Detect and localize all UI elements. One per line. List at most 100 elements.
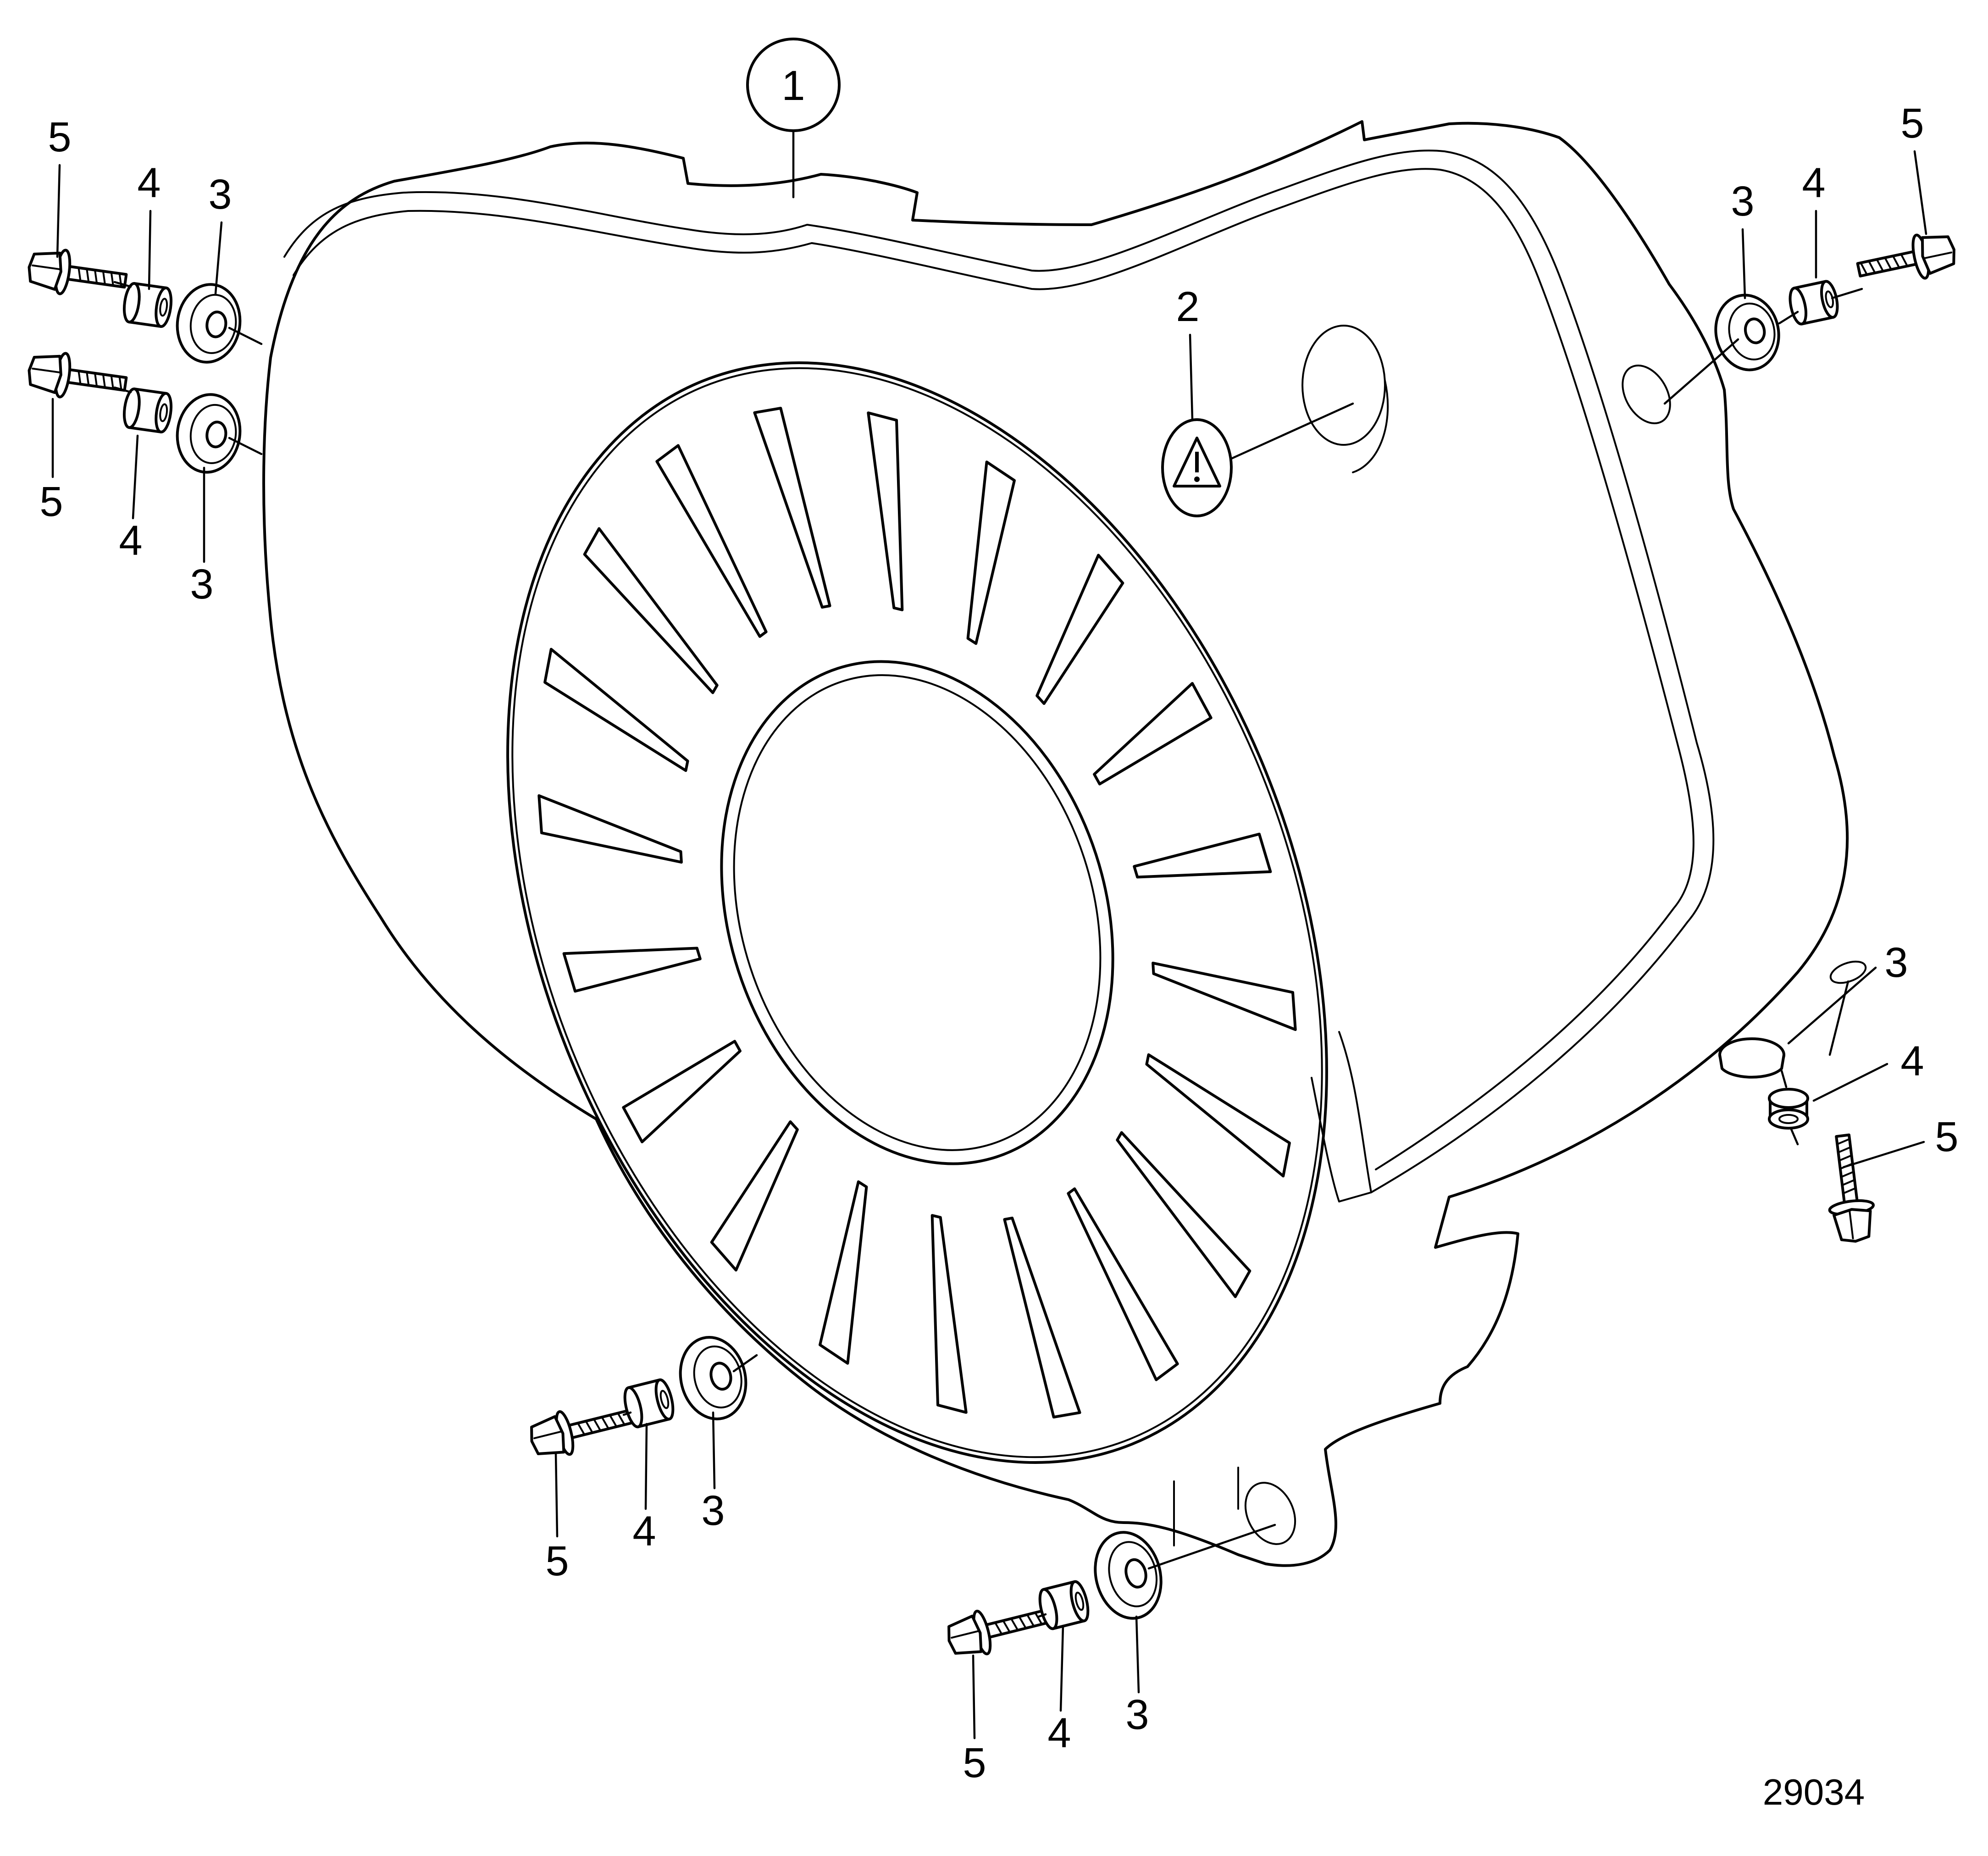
mount-hole-bottom bbox=[1244, 1482, 1296, 1545]
spacer-part bbox=[1038, 1580, 1090, 1630]
bolt-thread bbox=[1842, 1187, 1857, 1195]
bolt-thread bbox=[86, 268, 90, 283]
callout-4-label: 4 bbox=[1047, 1710, 1071, 1756]
callout-4-label: 4 bbox=[137, 160, 161, 206]
bolt-thread bbox=[576, 1422, 586, 1436]
warning-dot bbox=[1194, 476, 1200, 482]
warning-triangle-icon bbox=[1173, 437, 1221, 488]
callout-1-group: 1 bbox=[746, 38, 841, 199]
leader-line bbox=[1831, 288, 1863, 299]
bolt-thread bbox=[118, 376, 122, 391]
callout-3-label: 3 bbox=[701, 1487, 725, 1534]
leader-line bbox=[1828, 980, 1850, 1056]
bolt-thread bbox=[86, 371, 90, 387]
grille-slot bbox=[1152, 961, 1297, 1031]
callout-5-label: 5 bbox=[545, 1538, 569, 1585]
spacer-end bbox=[122, 282, 141, 324]
bolt-thread bbox=[1837, 1146, 1852, 1153]
leader-line bbox=[622, 1411, 632, 1416]
bolt-thread bbox=[1876, 258, 1884, 272]
washer-part bbox=[176, 393, 242, 474]
housing-inner-rim bbox=[293, 168, 1695, 1170]
spacer-end bbox=[654, 1378, 675, 1421]
bolt-thread bbox=[78, 266, 82, 282]
bolt-thread bbox=[78, 370, 82, 385]
washer-hole bbox=[709, 1362, 732, 1391]
callout-3-label: 3 bbox=[208, 171, 232, 218]
bolt-head-facet bbox=[32, 264, 61, 270]
bolt-thread bbox=[994, 1622, 1003, 1635]
grille-slot bbox=[1067, 1187, 1179, 1381]
callout-5-leader bbox=[554, 1452, 559, 1538]
bolt-thread bbox=[1838, 1154, 1853, 1162]
bolt-thread bbox=[1860, 262, 1868, 276]
grille-slot bbox=[543, 648, 689, 772]
grille-slot bbox=[930, 1214, 968, 1414]
bolt-thread bbox=[1840, 1171, 1855, 1178]
grille-slot bbox=[1003, 1216, 1081, 1418]
fan-grille bbox=[506, 361, 1328, 1464]
figure-number: 29034 bbox=[1763, 1772, 1865, 1812]
leader-line bbox=[228, 437, 263, 455]
housing-top-rim bbox=[283, 150, 1715, 1193]
spacer-bore bbox=[1778, 1114, 1799, 1124]
bolt-thread bbox=[110, 374, 114, 390]
washer-face bbox=[189, 404, 237, 464]
grille-slot bbox=[655, 444, 768, 638]
callout-5-label: 5 bbox=[48, 114, 71, 161]
callout-4-label: 4 bbox=[1900, 1038, 1924, 1085]
callout-3-leader bbox=[1741, 228, 1746, 299]
washer-face bbox=[693, 1345, 742, 1409]
grille-slot bbox=[819, 1180, 868, 1365]
grille-slot bbox=[1116, 1131, 1251, 1298]
callout-5-leader bbox=[1842, 1141, 1925, 1169]
leader-line bbox=[1780, 1069, 1788, 1088]
bolt-head-facet bbox=[1924, 251, 1953, 259]
callout-4-leader bbox=[132, 434, 139, 520]
bolt-thread bbox=[617, 1412, 626, 1426]
grille-slot bbox=[1093, 682, 1213, 786]
bolt-head-facet bbox=[951, 1630, 979, 1639]
spacer-end bbox=[155, 286, 173, 328]
callout-5-leader bbox=[972, 1654, 976, 1740]
grille-slot bbox=[966, 460, 1016, 645]
housing-bottom-seam bbox=[1173, 1467, 1239, 1546]
spacer-part bbox=[1789, 280, 1839, 326]
spacer-bore bbox=[159, 298, 168, 317]
washer-face bbox=[189, 294, 237, 354]
leader-line bbox=[228, 327, 263, 345]
spacer-bore bbox=[159, 403, 168, 422]
washer-part bbox=[1718, 1037, 1785, 1079]
spacer-bore bbox=[1074, 1591, 1085, 1611]
housing-outline bbox=[262, 120, 1849, 1567]
spacer-part bbox=[122, 387, 173, 434]
spacer-end bbox=[1768, 1108, 1809, 1130]
bolt-thread bbox=[1034, 1612, 1043, 1625]
bolt-part bbox=[28, 249, 128, 295]
grille-slots bbox=[537, 407, 1297, 1418]
leader-line bbox=[1789, 1127, 1799, 1146]
bolt-thread bbox=[94, 269, 98, 284]
callout-3-leader bbox=[712, 1411, 716, 1490]
bolt-thread bbox=[601, 1416, 609, 1430]
bolt-thread bbox=[1010, 1618, 1019, 1631]
bolt-thread bbox=[110, 271, 114, 287]
callout-4-leader bbox=[644, 1423, 648, 1510]
washer-part bbox=[1094, 1531, 1163, 1620]
callout-4-leader bbox=[148, 210, 152, 290]
flywheel-housing-cover bbox=[262, 120, 1849, 1567]
spacer-end bbox=[1069, 1580, 1090, 1623]
washer-part bbox=[679, 1336, 748, 1420]
grille-slot bbox=[867, 411, 904, 611]
grille-outer-ring bbox=[506, 361, 1328, 1464]
spacer-end bbox=[1768, 1088, 1809, 1109]
callout-3-leader bbox=[1787, 966, 1877, 1045]
bolt-thread bbox=[102, 270, 106, 286]
bolt-thread bbox=[1026, 1613, 1035, 1627]
bolt-part bbox=[28, 352, 128, 399]
spacer-end bbox=[1038, 1588, 1058, 1630]
bolt-thread bbox=[1884, 256, 1892, 271]
bolt-thread bbox=[593, 1418, 602, 1432]
spacer-bore bbox=[659, 1390, 670, 1409]
washer-face bbox=[1728, 302, 1776, 360]
